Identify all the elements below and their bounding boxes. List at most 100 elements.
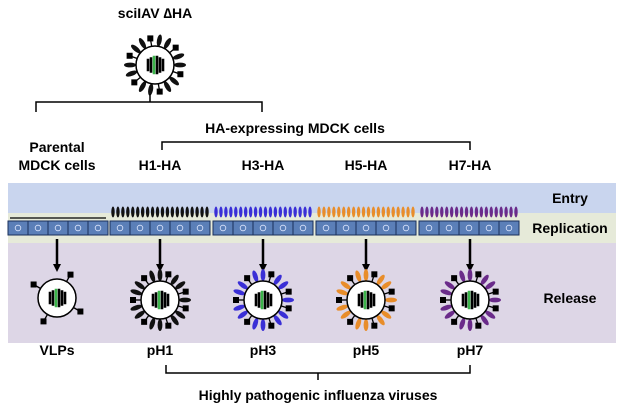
- ha-spike-icon: [430, 206, 434, 218]
- genome-segment: [63, 291, 67, 305]
- ha-spike-icon: [125, 70, 138, 77]
- na-spike-icon: [347, 318, 354, 325]
- ha-spike-icon: [411, 206, 415, 218]
- ha-spike-icon: [401, 206, 405, 218]
- na-spike-icon: [492, 288, 499, 295]
- ha-spike-icon: [340, 310, 351, 319]
- ha-spike-icon: [131, 44, 141, 54]
- cell-nucleus-icon: [196, 224, 204, 232]
- ha-spike-icon: [278, 206, 283, 218]
- cell-nucleus-icon: [445, 224, 453, 232]
- ha-spike-icon: [459, 206, 464, 218]
- ha-spike-icon: [273, 315, 282, 326]
- ha-spike-icon: [163, 38, 172, 49]
- ha-spike-icon: [454, 206, 459, 218]
- na-spike-icon: [182, 288, 189, 295]
- bottom-label: Highly pathogenic influenza viruses: [199, 387, 438, 403]
- cell-nucleus-icon: [425, 224, 433, 232]
- na-spike-icon: [371, 322, 378, 329]
- product-label-vlps: VLPs: [39, 342, 74, 358]
- na-spike-icon: [165, 271, 172, 278]
- ha-spike-icon: [111, 206, 115, 218]
- cell: [47, 220, 69, 236]
- genome-segment: [161, 58, 165, 72]
- ha-spike-icon: [459, 318, 466, 330]
- genome-segment: [149, 57, 153, 73]
- cell: [87, 220, 109, 236]
- cell: [458, 220, 480, 236]
- genome-segment: [146, 58, 150, 72]
- ha-spike-icon: [371, 206, 376, 218]
- cell: [189, 220, 211, 236]
- ha-spike-icon: [195, 206, 199, 218]
- na-spike-icon: [475, 271, 482, 278]
- ha-spike-icon: [298, 206, 302, 218]
- ha-spike-icon: [385, 297, 397, 303]
- ha-spike-icon: [163, 81, 172, 92]
- group-bracket: [161, 141, 471, 150]
- ha-spike-icon: [179, 297, 191, 303]
- ha-spike-icon: [214, 206, 218, 218]
- ha-spike-icon: [336, 304, 348, 311]
- ha-spike-icon: [396, 206, 400, 218]
- cell: [375, 220, 397, 236]
- genome-segment: [467, 290, 471, 310]
- ha-spike-icon: [376, 315, 385, 326]
- virus-particle-icon: [124, 34, 186, 96]
- ha-spike-icon: [136, 206, 140, 218]
- ha-spike-icon: [239, 206, 243, 218]
- cell: [232, 220, 254, 236]
- na-spike-icon: [244, 275, 251, 282]
- cell: [315, 220, 337, 236]
- ha-spike-icon: [278, 310, 289, 319]
- stage-label-replication: Replication: [532, 220, 607, 236]
- ha-spike-icon: [485, 310, 496, 319]
- genome-segment: [269, 293, 273, 307]
- na-spike-icon: [40, 318, 47, 325]
- ha-spike-icon: [376, 206, 381, 218]
- ha-spike-icon: [134, 310, 145, 319]
- virus-particle-icon: [336, 269, 397, 331]
- product-label-ph5: pH5: [353, 342, 380, 358]
- na-spike-icon: [67, 271, 74, 278]
- ha-spike-icon: [340, 281, 351, 290]
- ha-spike-icon: [425, 206, 429, 218]
- ha-spike-icon: [406, 206, 410, 218]
- ha-spike-icon: [263, 206, 268, 218]
- ha-spike-icon: [489, 206, 493, 218]
- genome-segment: [48, 291, 52, 305]
- release-band: [8, 243, 616, 343]
- ha-spike-icon: [233, 289, 245, 296]
- genome-segment: [360, 292, 364, 308]
- cell: [27, 220, 49, 236]
- ha-spike-icon: [514, 206, 518, 218]
- ha-spike-icon: [308, 206, 312, 218]
- cell: [252, 220, 274, 236]
- na-spike-icon: [440, 297, 446, 303]
- group-label: HA-expressing MDCK cells: [205, 120, 385, 136]
- virus-particle-icon: [130, 269, 191, 331]
- parental-label-line2: MDCK cells: [18, 157, 95, 173]
- ha-spike-icon: [252, 318, 259, 330]
- cell-nucleus-icon: [259, 224, 267, 232]
- ha-spike-icon: [355, 318, 362, 330]
- ha-spike-icon: [342, 206, 346, 218]
- ha-spike-icon: [160, 206, 165, 218]
- product-label-ph1: pH1: [147, 342, 174, 358]
- ha-spike-icon: [169, 76, 179, 86]
- genome-segment: [366, 290, 370, 310]
- ha-spike-icon: [134, 281, 145, 290]
- ha-spike-icon: [124, 62, 136, 68]
- ha-spike-icon: [283, 206, 287, 218]
- na-spike-icon: [388, 288, 395, 295]
- ha-spike-icon: [361, 206, 366, 218]
- ha-spike-icon: [149, 270, 156, 282]
- na-spike-icon: [165, 322, 172, 329]
- ha-spike-icon: [253, 206, 258, 218]
- cell: [478, 220, 500, 236]
- na-spike-icon: [177, 71, 184, 78]
- genome-segment: [266, 292, 270, 308]
- ha-spike-icon: [174, 62, 186, 68]
- ha-spike-icon: [260, 319, 266, 331]
- ha-spike-icon: [445, 206, 449, 218]
